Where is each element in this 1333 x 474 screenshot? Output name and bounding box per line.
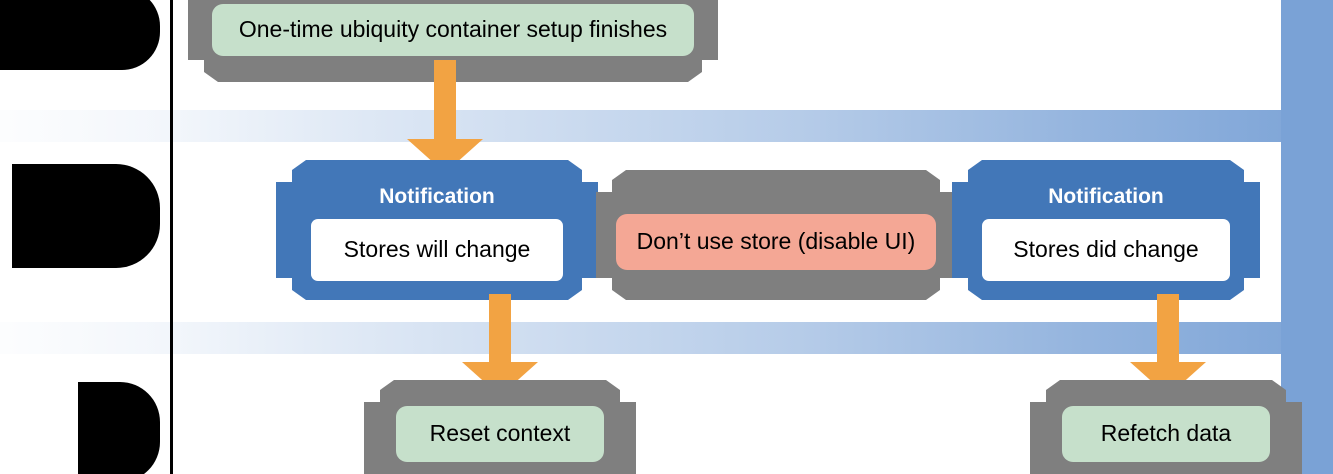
- right-rail: [1281, 0, 1333, 474]
- node-reset-context-label: Reset context: [396, 406, 604, 462]
- lane-band-2-bar: [0, 322, 1287, 354]
- node-dont-use-store[interactable]: Don’t use store (disable UI): [596, 170, 956, 300]
- section-divider: [170, 0, 173, 474]
- node-refetch-data-label: Refetch data: [1062, 406, 1270, 462]
- lane-band-1: [0, 96, 1333, 156]
- redaction-row-1: [0, 0, 160, 70]
- node-refetch-data[interactable]: Refetch data: [1030, 380, 1302, 474]
- node-stores-did-change-label: Stores did change: [982, 219, 1230, 281]
- lane-band-2: [0, 308, 1333, 368]
- connector-shaft: [1157, 294, 1179, 376]
- node-setup-finishes-label: One-time ubiquity container setup finish…: [212, 4, 694, 56]
- node-stores-will-change-title: Notification: [379, 185, 495, 208]
- node-setup-finishes[interactable]: One-time ubiquity container setup finish…: [188, 0, 718, 82]
- node-reset-context[interactable]: Reset context: [364, 380, 636, 474]
- connector-shaft: [489, 294, 511, 376]
- redaction-row-3: [78, 382, 160, 474]
- node-stores-did-change[interactable]: Notification Stores did change: [952, 160, 1260, 300]
- redaction-row-2: [12, 164, 160, 268]
- lane-band-1-bar: [0, 110, 1287, 142]
- node-stores-will-change-label: Stores will change: [311, 219, 563, 281]
- node-dont-use-store-label: Don’t use store (disable UI): [616, 214, 936, 270]
- node-stores-did-change-title: Notification: [1048, 185, 1164, 208]
- node-stores-will-change[interactable]: Notification Stores will change: [276, 160, 598, 300]
